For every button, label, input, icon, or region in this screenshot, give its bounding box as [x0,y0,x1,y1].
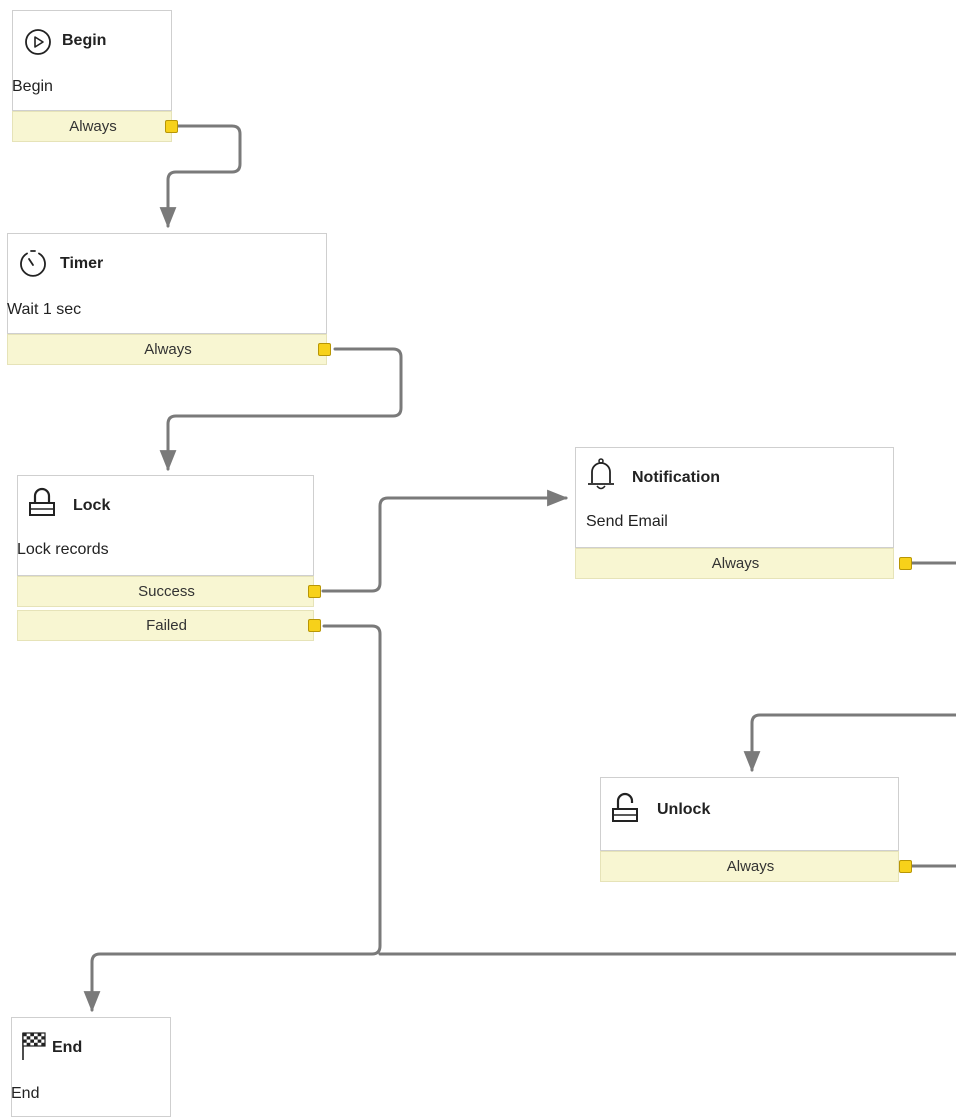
node-begin-title: Begin [62,32,107,49]
node-begin-outlet-always[interactable]: Always [12,111,178,142]
output-port[interactable] [318,343,331,356]
outlet-label: Success [138,583,195,600]
timer-icon [20,250,46,277]
bell-icon [588,458,614,490]
connector-unlock-to-end[interactable] [378,864,956,956]
node-lock-title: Lock [73,497,111,514]
output-port[interactable] [165,120,178,133]
node-unlock-outlet-always[interactable]: Always [600,851,912,882]
node-notification-title: Notification [632,469,720,486]
outlet-label: Always [726,858,775,875]
node-lock-body[interactable] [17,475,314,576]
node-timer-body[interactable] [7,233,327,334]
node-notification-body[interactable] [575,447,894,548]
outlet-label: Always [711,555,760,572]
node-end-description: End [11,1085,40,1102]
checkered-flag-icon [22,1032,46,1060]
connector-lock-success-to-notification[interactable] [321,489,569,593]
node-timer-title: Timer [60,255,104,272]
output-port[interactable] [308,619,321,632]
connector-begin-to-timer[interactable] [159,124,242,229]
node-begin-body[interactable] [12,10,172,111]
node-lock-outlet-failed[interactable]: Failed [17,610,321,641]
node-unlock-body[interactable] [600,777,899,851]
node-timer-outlet-always[interactable]: Always [7,334,331,365]
connector-notification-to-unlock[interactable] [752,561,956,770]
node-begin-description: Begin [12,78,53,95]
unlock-icon [612,792,638,822]
node-timer-description: Wait 1 sec [7,301,82,318]
connector-timer-to-lock[interactable] [159,347,403,472]
node-lock-outlet-success[interactable]: Success [17,576,321,607]
outlet-label: Always [69,118,117,135]
output-port[interactable] [899,557,912,570]
connector-lock-failed-to-end[interactable] [83,624,382,1013]
lock-icon [29,487,55,516]
node-notification-description: Send Email [586,513,668,530]
outlet-label: Always [144,341,192,358]
output-port[interactable] [899,860,912,873]
node-notification-outlet-always[interactable]: Always [575,548,912,579]
node-lock-description: Lock records [17,541,109,558]
node-unlock-title: Unlock [657,801,711,818]
node-end-title: End [52,1039,83,1056]
play-circle-icon [25,29,51,55]
output-port[interactable] [308,585,321,598]
outlet-label: Failed [146,617,187,634]
